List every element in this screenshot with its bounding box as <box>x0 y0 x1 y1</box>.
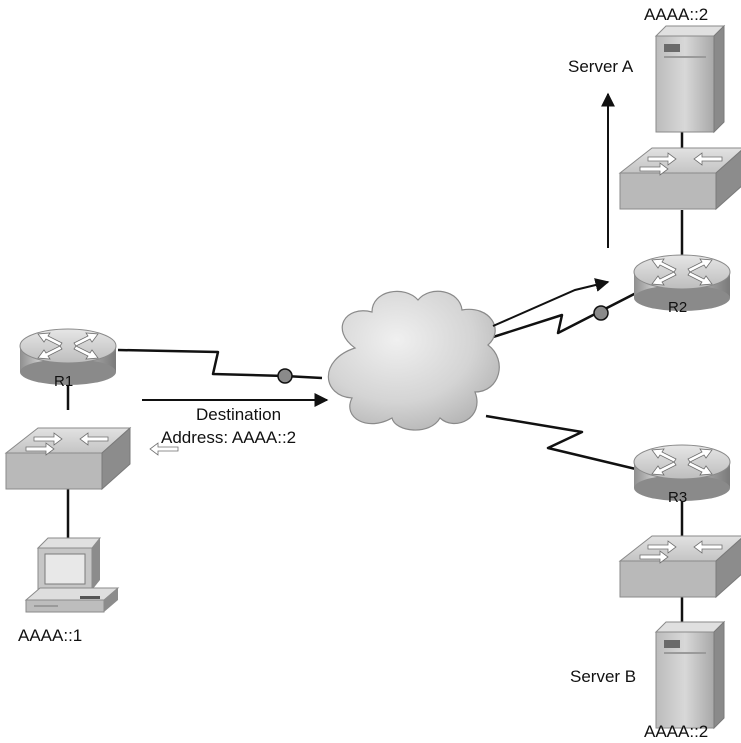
packet-arrow-to-r2 <box>492 278 610 327</box>
interface-dot-r1 <box>277 368 293 384</box>
cloud-icon <box>327 290 500 431</box>
serial-link-r1 <box>117 348 323 380</box>
interface-dot-r2 <box>593 305 609 321</box>
server-b-icon <box>655 621 725 729</box>
router-label-r3: R3 <box>668 489 687 506</box>
router-label-r1: R1 <box>54 373 73 390</box>
destination-label-line1: Destination <box>196 405 281 424</box>
router-label-r2: R2 <box>668 299 687 316</box>
pc-address: AAAA::1 <box>18 626 82 645</box>
server-b-address: AAAA::2 <box>644 722 708 741</box>
serial-link-r3 <box>485 414 641 472</box>
switch-icon-r2-lan <box>619 147 741 210</box>
serial-link-r2 <box>489 289 641 340</box>
server-b-label: Server B <box>570 667 636 686</box>
server-a-icon <box>655 25 725 133</box>
switch-icon-r1-lan <box>5 427 179 490</box>
pc-icon <box>24 537 120 613</box>
switch-icon-r3-lan <box>619 535 741 598</box>
server-a-address: AAAA::2 <box>644 5 708 24</box>
destination-label-line2: Address: AAAA::2 <box>161 428 296 447</box>
server-a-label: Server A <box>568 57 634 76</box>
